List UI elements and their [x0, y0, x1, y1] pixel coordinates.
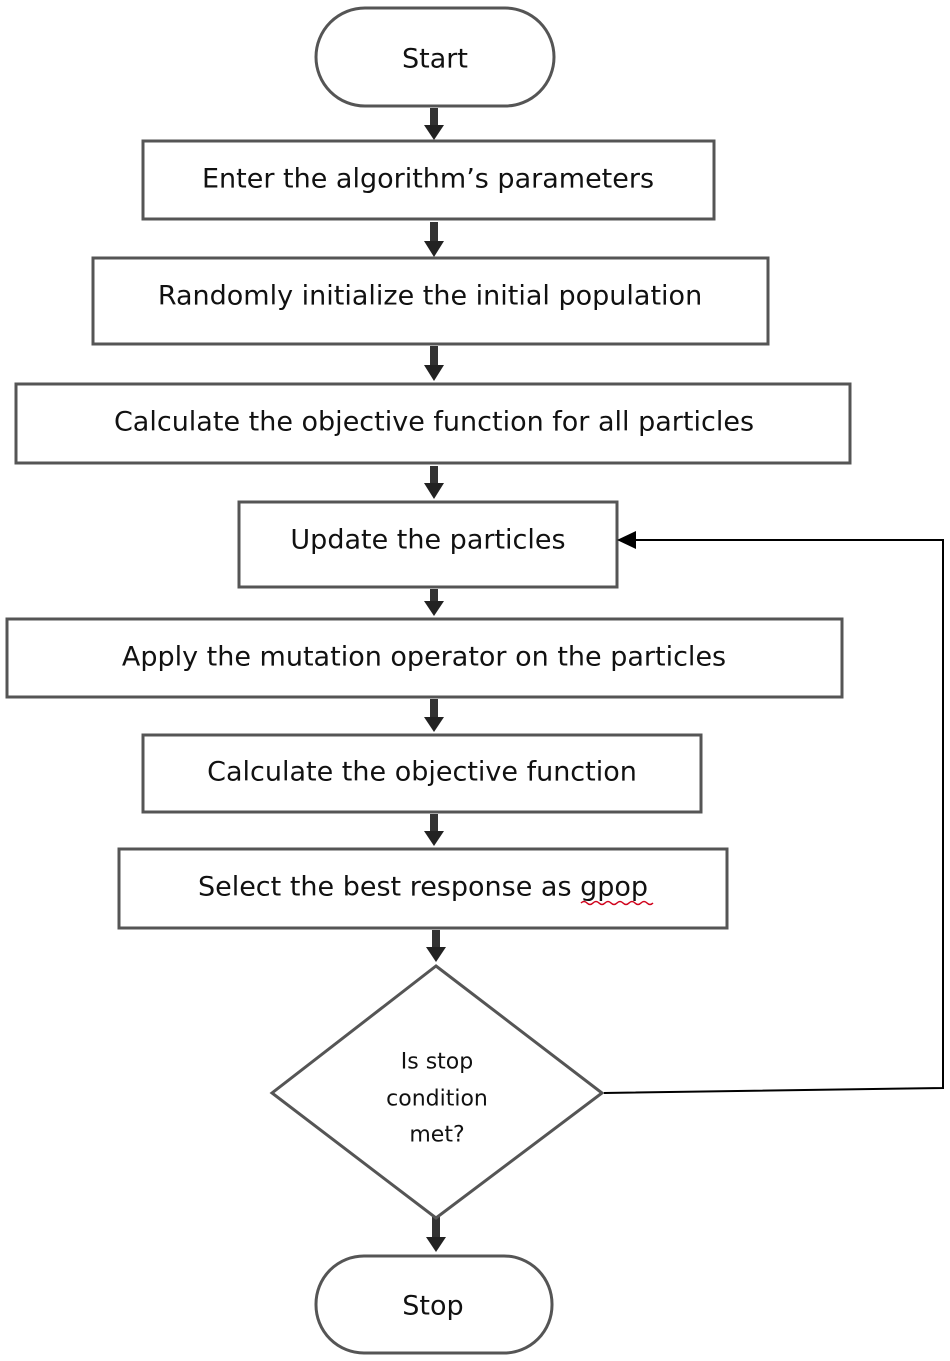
start-terminal: Start	[314, 6, 556, 108]
decision-label-line-3: met?	[409, 1123, 464, 1148]
arrow-decision-to-stop	[426, 1217, 446, 1252]
step-select-best: Select the best response as gpop	[117, 847, 729, 930]
arrow-start-to-step1	[424, 108, 444, 140]
start-label: Start	[402, 44, 468, 75]
stop-label: Stop	[402, 1291, 463, 1322]
arrow-step6-to-step7	[424, 814, 444, 846]
step-update-particles-label: Update the particles	[290, 525, 565, 556]
arrow-step3-to-step4	[424, 466, 444, 499]
step-calculate-objective-all-label: Calculate the objective function for all…	[114, 407, 754, 438]
step-enter-parameters-label: Enter the algorithm’s parameters	[202, 164, 654, 195]
step-calculate-objective-label: Calculate the objective function	[207, 757, 637, 788]
step-calculate-objective-all: Calculate the objective function for all…	[14, 382, 852, 465]
arrow-step4-to-step5	[424, 589, 444, 616]
step-initialize-population-label: Randomly initialize the initial populati…	[158, 281, 702, 312]
arrow-step2-to-step3	[424, 346, 444, 381]
step-update-particles: Update the particles	[237, 500, 619, 589]
decision-label-line-2: condition	[386, 1087, 488, 1112]
loop-arrowhead	[617, 531, 636, 549]
spellcheck-underline	[580, 900, 654, 906]
decision-label-line-1: Is stop	[401, 1050, 473, 1075]
arrow-step7-to-decision	[426, 930, 446, 962]
arrow-step5-to-step6	[424, 699, 444, 732]
step-apply-mutation: Apply the mutation operator on the parti…	[5, 617, 844, 699]
stop-terminal: Stop	[314, 1254, 554, 1355]
step-initialize-population: Randomly initialize the initial populati…	[91, 256, 770, 346]
step-select-best-label: Select the best response as gpop	[198, 872, 648, 903]
arrow-step1-to-step2	[424, 222, 444, 257]
step-calculate-objective: Calculate the objective function	[141, 733, 703, 814]
decision-stop-condition: Is stop condition met?	[269, 964, 605, 1220]
loop-back-connector	[603, 531, 944, 1094]
step-apply-mutation-label: Apply the mutation operator on the parti…	[122, 642, 726, 673]
step-enter-parameters: Enter the algorithm’s parameters	[141, 139, 716, 221]
